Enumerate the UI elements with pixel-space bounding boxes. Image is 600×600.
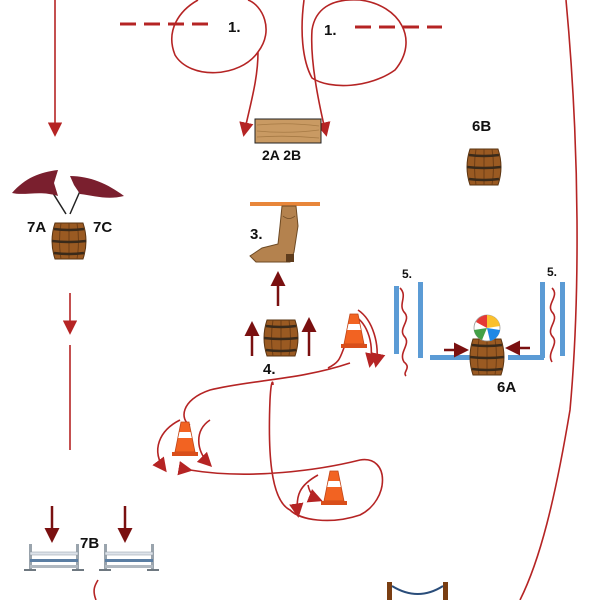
route-cone-loop-bottom-2 [306,484,323,503]
plank-icon [254,118,322,144]
barrel-icon [465,147,503,187]
gate-icon [387,582,448,600]
station-3-label: 3. [250,226,263,243]
route-loop-right-pole [301,0,407,137]
fence-left [394,282,470,360]
route-6-zigzag-right [549,287,556,363]
route-right-edge [519,0,578,600]
barrel-icon [468,337,506,377]
jump-icon [23,543,85,571]
boot-icon [249,205,299,263]
barrel-icon [50,221,88,261]
station-7b-label: 7B [80,535,99,552]
cone-icon [320,470,348,506]
route-6-zigzag-left [399,287,408,377]
jump-icon [98,543,160,571]
barrel-icon [262,318,300,358]
station-7c-label: 7C [93,219,112,236]
cone-icon [340,313,368,349]
station-2-label: 2A 2B [262,147,301,163]
route-cone-loop-bottom [289,474,319,518]
route-paths [47,0,578,600]
station-4-label: 4. [263,361,276,378]
route-bottom-left [93,579,99,600]
hanging-bar [250,202,320,206]
route-big-loop [183,362,351,426]
cone-icon [171,421,199,457]
station-6b-label: 6B [472,118,491,135]
route-cone-curve-2 [327,344,346,369]
route-loop-left-pole [170,0,267,134]
ball-icon [473,314,501,342]
flag-icon [12,170,124,215]
station-5-right-label: 5. [547,265,557,279]
route-cone-loop-right [196,419,213,468]
station-1-right-label: 1. [324,22,337,39]
route-cone-loop-left [152,419,181,473]
station-1-left-label: 1. [228,19,241,36]
station-7a-label: 7A [27,219,46,236]
route-cone-curve-3 [357,309,386,368]
station-6a-label: 6A [497,379,516,396]
fence-right [508,282,565,360]
station-5-left-label: 5. [402,267,412,281]
route-weave [177,381,384,522]
